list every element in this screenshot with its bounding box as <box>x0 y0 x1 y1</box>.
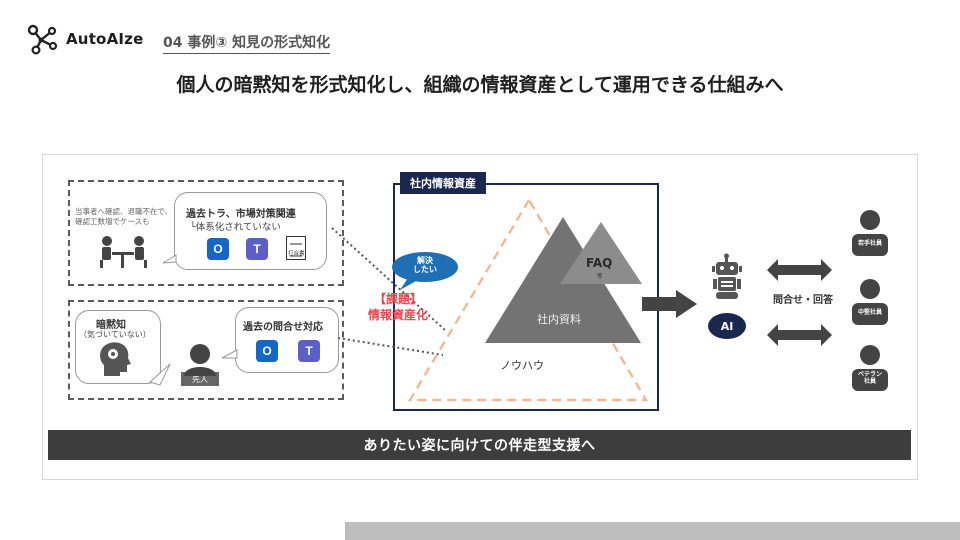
document-label: 打合書 <box>288 251 305 257</box>
side-note: 当事者へ確認、退職不在で、確認工数増でケースも <box>75 207 173 226</box>
qa-label: 問合せ・回答 <box>773 295 833 306</box>
network-logo-icon <box>27 24 58 55</box>
logo: AutoAIze <box>26 22 143 56</box>
outlook-icon: O <box>207 238 229 260</box>
tacit-sub: （気づいていない） <box>79 330 151 339</box>
issue-label: 【課題】 情報資産化 <box>353 292 443 323</box>
person-label-veteran: ベテラン社員 <box>857 371 882 385</box>
left-bottom-bubble-title: 過去の問合せ対応 <box>243 322 323 333</box>
left-top-bubble-title: 過去トラ、市場対策関連 <box>186 209 296 220</box>
headline: 個人の暗黙知を形式知化し、組織の情報資産として運用できる仕組みへ <box>176 74 784 96</box>
resolve-line1: 解決 <box>417 256 433 265</box>
outlook-icon: O <box>256 340 278 362</box>
logo-text: AutoAIze <box>66 30 144 48</box>
left-top-bubble-sub: └体系化されていない <box>190 222 281 233</box>
person-label-junior: 若手社員 <box>857 240 882 247</box>
footer-strip <box>345 522 960 540</box>
left-bottom-bubble <box>235 307 339 373</box>
resolve-line2: したい <box>413 265 437 275</box>
knowhow-label: ノウハウ <box>500 359 544 372</box>
tacit-title: 暗黙知 <box>96 320 126 331</box>
person-label-mid: 中堅社員 <box>857 309 882 316</box>
issue-line2: 情報資産化 <box>367 307 428 322</box>
document-icon <box>286 236 306 260</box>
bottom-banner: ありたい姿に向けての伴走型支援へ <box>48 430 911 460</box>
section-title: 04 事例③ 知見の形式知化 <box>163 32 331 54</box>
ai-badge: AI <box>708 313 746 339</box>
resolve-bubble: 解決 したい <box>392 252 458 282</box>
teams-icon: T <box>298 340 320 362</box>
assets-frame-label: 社内情報資産 <box>400 172 486 194</box>
faq-sub: 等 <box>597 274 603 280</box>
issue-line1: 【課題】 <box>373 292 422 306</box>
predecessor-label: 先人 <box>181 372 219 386</box>
internal-docs-label: 社内資料 <box>537 313 581 326</box>
faq-label: FAQ <box>586 256 613 270</box>
teams-icon: T <box>246 238 268 260</box>
